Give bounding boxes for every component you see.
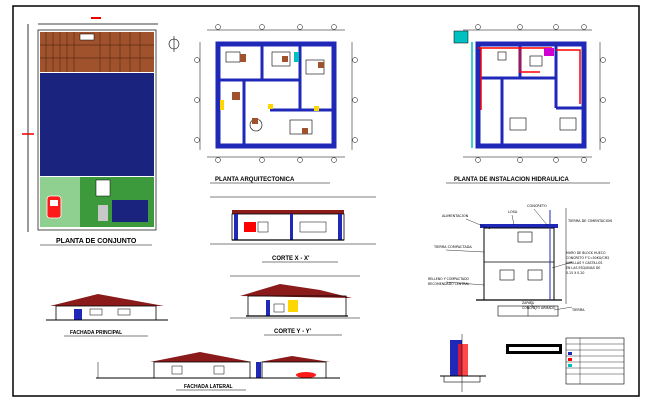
construction-detail: ALIMENTACION LOSA CONCRETO TIERRA DE CIM… bbox=[428, 204, 612, 317]
note-tierra: TIERRA bbox=[571, 308, 585, 312]
sheet-border bbox=[12, 5, 640, 397]
section-x-title: CORTE X - X' bbox=[272, 256, 310, 262]
site-house-block bbox=[40, 73, 154, 176]
note-tierra-cimentacion: TIERRA DE CIMENTACION bbox=[567, 219, 612, 223]
note-tierra-compactada: TIERRA COMPACTADA bbox=[433, 245, 472, 249]
site-plan-title: PLANTA DE CONJUNTO bbox=[56, 238, 137, 245]
arch-plan-title: PLANTA ARQUITECTONICA bbox=[215, 177, 295, 183]
note-zapata: ZAPATA CONCRETO ARMADO bbox=[522, 301, 556, 310]
side-facade: FACHADA LATERAL bbox=[96, 352, 340, 391]
legend-block bbox=[506, 337, 625, 385]
note-concreto: CONCRETO bbox=[527, 204, 547, 208]
hydraulic-plan-title: PLANTA DE INSTALACION HIDRAULICA bbox=[454, 177, 570, 183]
hydraulic-plan: PLANTA DE INSTALACION HIDRAULICA bbox=[446, 24, 610, 184]
architectural-plan: PLANTA ARQUITECTONICA bbox=[194, 24, 358, 184]
note-losa: LOSA bbox=[508, 210, 518, 214]
note-alimentacion: ALIMENTACION bbox=[442, 214, 469, 218]
side-facade-title: FACHADA LATERAL bbox=[184, 384, 233, 390]
section-x: CORTE X - X' bbox=[210, 196, 376, 263]
hydraulic-plan-walls bbox=[475, 41, 587, 149]
note-muro-block: MURO DE BLOCK HUECO CONCRETO F'C=50KG/CM… bbox=[566, 251, 610, 275]
main-facade: FACHADA PRINCIPAL bbox=[46, 294, 168, 337]
section-y: CORTE Y - Y' bbox=[230, 275, 360, 336]
section-y-title: CORTE Y - Y' bbox=[274, 329, 312, 335]
footing-detail bbox=[440, 334, 486, 392]
arch-plan-walls bbox=[215, 41, 337, 149]
site-plan: PLANTA DE CONJUNTO bbox=[22, 17, 180, 246]
note-relleno: RELLENO Y COMPACTADO RECOMENDADO CENTRAL bbox=[428, 277, 470, 286]
main-facade-title: FACHADA PRINCIPAL bbox=[70, 330, 122, 336]
